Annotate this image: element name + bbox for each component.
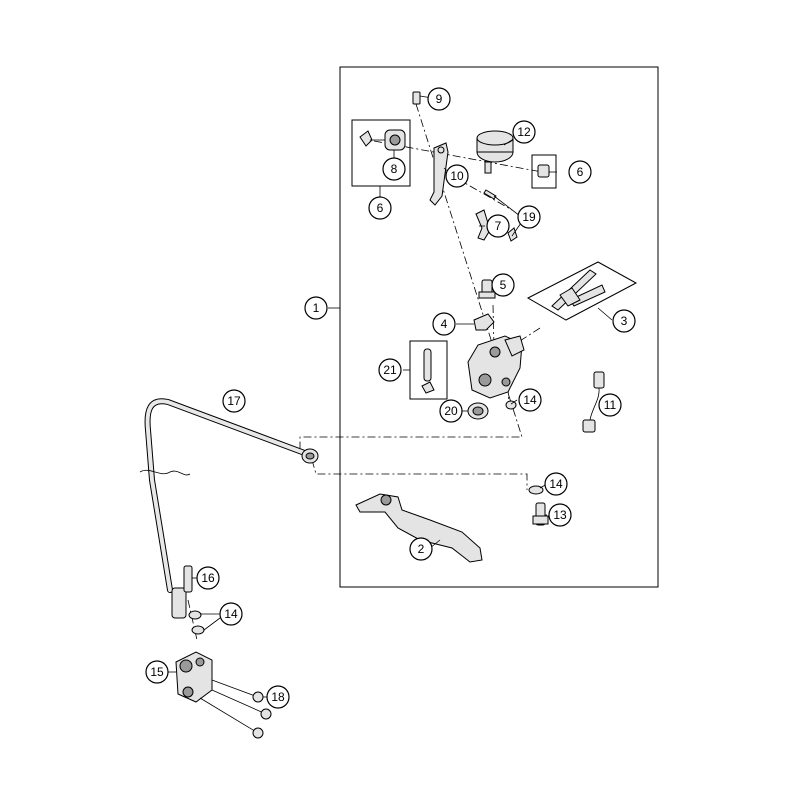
callout-5: 5 xyxy=(491,273,515,297)
callout-6-right: 6 xyxy=(568,160,592,184)
svg-text:9: 9 xyxy=(436,92,443,106)
callout-14-middle: 14 xyxy=(544,472,568,496)
callout-21: 21 xyxy=(378,358,402,382)
brake-lever-2 xyxy=(355,493,483,563)
svg-text:4: 4 xyxy=(441,317,448,331)
callout-14-upper: 14 xyxy=(518,388,542,412)
svg-text:18: 18 xyxy=(271,690,285,704)
callout-20: 20 xyxy=(439,399,463,423)
boot-20 xyxy=(467,402,489,420)
pin-21 xyxy=(421,348,435,394)
kit-box-6-right xyxy=(531,154,557,189)
washer-14-upper xyxy=(505,400,517,410)
reservoir-12 xyxy=(476,130,514,174)
pivot-bolts-3 xyxy=(551,269,606,311)
callout-19: 19 xyxy=(517,205,541,229)
callout-14-lower: 14 xyxy=(219,602,243,626)
bolt-9 xyxy=(412,91,421,105)
banjo-bolt-5 xyxy=(478,279,496,299)
kit-box-3 xyxy=(526,261,638,321)
svg-text:7: 7 xyxy=(495,219,502,233)
washers-14-lower xyxy=(188,610,205,635)
svg-text:5: 5 xyxy=(500,278,507,292)
screw-19 xyxy=(483,189,518,242)
callout-2: 2 xyxy=(409,537,433,561)
washer-14-middle xyxy=(528,485,544,495)
callout-3: 3 xyxy=(612,309,636,333)
callout-18: 18 xyxy=(266,685,290,709)
svg-text:15: 15 xyxy=(150,665,164,679)
cap-seal-8 xyxy=(359,129,406,151)
brake-caliper-15 xyxy=(175,651,213,703)
callout-17: 17 xyxy=(222,389,246,413)
callout-7: 7 xyxy=(486,214,510,238)
svg-text:10: 10 xyxy=(450,169,464,183)
svg-text:19: 19 xyxy=(522,210,536,224)
svg-text:6: 6 xyxy=(377,201,384,215)
callout-12: 12 xyxy=(512,120,536,144)
master-cylinder-body xyxy=(467,335,525,399)
svg-text:12: 12 xyxy=(517,125,531,139)
bolts-18 xyxy=(199,679,272,739)
svg-text:14: 14 xyxy=(224,607,238,621)
switch-11 xyxy=(582,371,605,433)
svg-text:14: 14 xyxy=(549,477,563,491)
callout-4: 4 xyxy=(432,312,456,336)
callout-1: 1 xyxy=(304,296,328,320)
svg-text:8: 8 xyxy=(391,162,398,176)
callout-8: 8 xyxy=(382,157,406,181)
svg-text:3: 3 xyxy=(621,314,628,328)
svg-text:21: 21 xyxy=(383,363,397,377)
callout-10: 10 xyxy=(445,164,469,188)
kit-box-6-left xyxy=(351,119,411,187)
callout-9: 9 xyxy=(427,87,451,111)
svg-text:11: 11 xyxy=(604,398,617,412)
fitting-6-right xyxy=(537,164,550,178)
assembly-frame xyxy=(339,66,659,588)
callout-6-left: 6 xyxy=(368,196,392,220)
svg-text:13: 13 xyxy=(553,508,567,522)
reservoir-bracket-10 xyxy=(429,142,449,206)
callout-16: 16 xyxy=(196,566,220,590)
bolt-13 xyxy=(532,502,549,526)
svg-text:1: 1 xyxy=(313,301,320,315)
brake-hose-17 xyxy=(139,398,319,619)
hose-fitting-4 xyxy=(473,313,495,331)
svg-text:20: 20 xyxy=(444,404,458,418)
svg-text:14: 14 xyxy=(523,393,537,407)
hose-7 xyxy=(475,209,491,241)
svg-text:6: 6 xyxy=(577,165,584,179)
callout-15: 15 xyxy=(145,660,169,684)
banjo-bolt-16 xyxy=(183,565,193,593)
callout-13: 13 xyxy=(548,503,572,527)
callout-11: 11 xyxy=(598,393,622,417)
svg-text:16: 16 xyxy=(201,571,215,585)
svg-text:17: 17 xyxy=(227,394,241,408)
svg-text:2: 2 xyxy=(418,542,425,556)
